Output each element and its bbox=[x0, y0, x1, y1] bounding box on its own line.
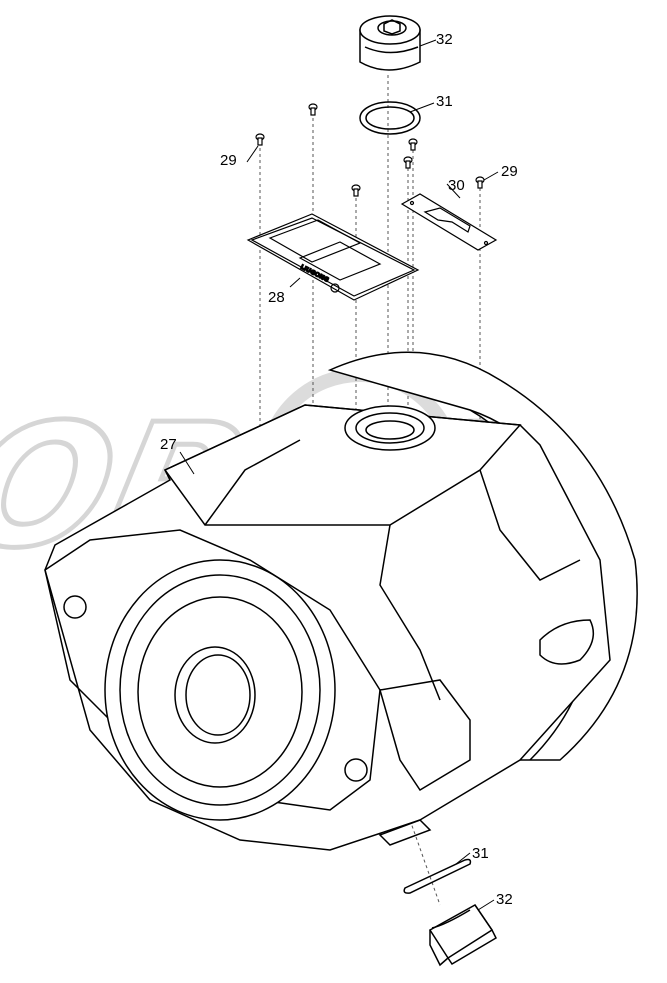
screw-29-left bbox=[255, 133, 265, 146]
callout-32-top: 32 bbox=[436, 31, 453, 48]
callout-31-top: 31 bbox=[436, 93, 453, 110]
screw-right-a bbox=[408, 138, 418, 151]
callout-29-right: 29 bbox=[501, 163, 518, 180]
callouts: 32 31 29 30 29 28 27 31 32 bbox=[160, 31, 518, 908]
plug-top bbox=[359, 15, 421, 71]
callout-28: 28 bbox=[268, 289, 285, 306]
callout-27: 27 bbox=[160, 436, 177, 453]
callout-32-bottom: 32 bbox=[496, 891, 513, 908]
nameplate: LIUGONG bbox=[246, 213, 420, 301]
screw-center-top bbox=[308, 103, 318, 116]
o-ring-top bbox=[359, 101, 421, 135]
leader-lines bbox=[179, 39, 499, 911]
callout-31-bottom: 31 bbox=[472, 845, 489, 862]
housing bbox=[44, 351, 638, 851]
screws bbox=[255, 103, 485, 197]
screw-mid bbox=[351, 184, 361, 197]
callout-29-left: 29 bbox=[220, 152, 237, 169]
screw-right-b bbox=[403, 156, 413, 169]
plug-bottom bbox=[428, 904, 497, 967]
o-ring-bottom bbox=[403, 858, 472, 894]
callout-30: 30 bbox=[448, 177, 465, 194]
arrow-plate bbox=[400, 193, 498, 251]
screw-29-right bbox=[475, 176, 485, 189]
